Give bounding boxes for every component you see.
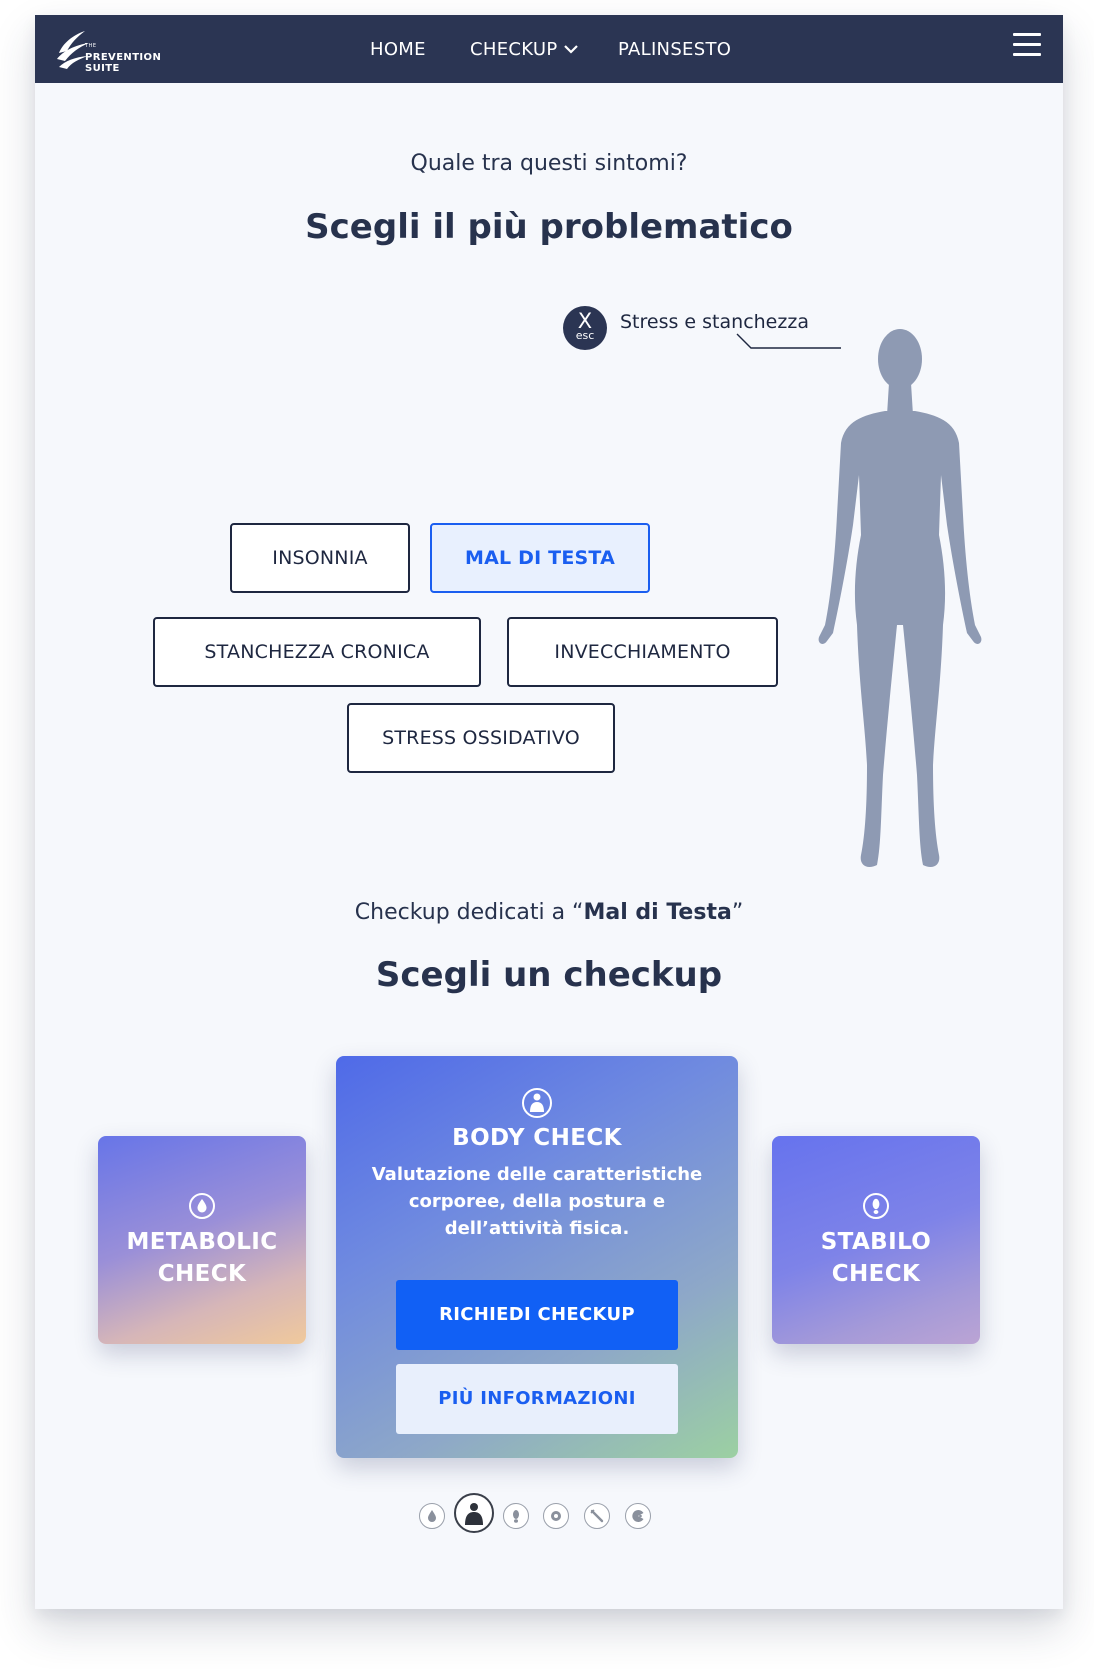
- leader-line: [736, 333, 841, 349]
- symptom-title: Scegli il più problematico: [305, 207, 793, 247]
- metabolic-check-line2: CHECK: [157, 1261, 247, 1287]
- person-icon: [465, 1503, 483, 1525]
- stabilo-check-card[interactable]: STABILO CHECK: [772, 1136, 980, 1344]
- stabilo-check-line1: STABILO: [820, 1229, 932, 1255]
- dot-drop[interactable]: [419, 1503, 445, 1529]
- request-checkup-button[interactable]: RICHIEDI CHECKUP: [396, 1280, 678, 1350]
- symptom-insonnia[interactable]: INSONNIA: [230, 523, 410, 593]
- body-check-description: Valutazione delle caratteristiche corpor…: [371, 1164, 703, 1239]
- symptom-stress-ossidativo[interactable]: STRESS OSSIDATIVO: [347, 703, 615, 773]
- syringe-icon: [590, 1509, 604, 1523]
- nav-checkup-label: CHECKUP: [470, 39, 558, 60]
- logo[interactable]: THE PREVENTION SUITE: [55, 29, 165, 74]
- body-check-title: BODY CHECK: [452, 1125, 622, 1151]
- symptom-mal-di-testa[interactable]: MAL DI TESTA: [430, 523, 650, 593]
- nav-palinsesto[interactable]: PALINSESTO: [618, 39, 732, 60]
- esc-button[interactable]: X esc: [563, 306, 607, 350]
- nav-checkup[interactable]: CHECKUP: [470, 39, 578, 60]
- dot-pacman[interactable]: [625, 1503, 651, 1529]
- footprint-icon: [513, 1510, 519, 1523]
- logo-suite: SUITE: [85, 63, 120, 74]
- logo-the: THE: [85, 43, 97, 49]
- symptom-subtitle: Quale tra questi sintomi?: [410, 151, 688, 176]
- target-icon: [551, 1511, 561, 1521]
- wings-logo-icon: [57, 31, 89, 69]
- drop-icon: [428, 1510, 436, 1522]
- drop-icon: [189, 1193, 215, 1219]
- carousel-dots: [419, 1493, 679, 1537]
- page: THE PREVENTION SUITE HOME CHECKUP PALINS…: [35, 15, 1063, 1609]
- symptom-stanchezza-cronica[interactable]: STANCHEZZA CRONICA: [153, 617, 481, 687]
- close-icon: X: [577, 309, 593, 333]
- pacman-icon: [632, 1510, 644, 1522]
- body-silhouette-icon[interactable]: [815, 325, 985, 885]
- person-icon: [522, 1088, 552, 1118]
- body-check-card: BODY CHECK Valutazione delle caratterist…: [336, 1056, 738, 1458]
- checkup-subtitle: Checkup dedicati a “Mal di Testa”: [35, 900, 1063, 925]
- nav-home[interactable]: HOME: [370, 39, 426, 60]
- hamburger-menu-icon[interactable]: [1013, 33, 1041, 57]
- symptom-invecchiamento[interactable]: INVECCHIAMENTO: [507, 617, 778, 687]
- stabilo-check-line2: CHECK: [831, 1261, 921, 1287]
- chevron-down-icon: [563, 44, 578, 54]
- footprint-icon: [863, 1193, 889, 1219]
- navbar: THE PREVENTION SUITE HOME CHECKUP PALINS…: [35, 15, 1063, 83]
- esc-label: esc: [575, 329, 595, 342]
- checkup-subtitle-suffix: ”: [731, 900, 744, 925]
- checkup-subtitle-prefix: Checkup dedicati a “: [354, 900, 584, 925]
- logo-prevention: PREVENTION: [85, 52, 162, 63]
- selected-body-area: Stress e stanchezza: [620, 311, 809, 333]
- dot-footprint[interactable]: [503, 1503, 529, 1529]
- more-info-button[interactable]: PIÙ INFORMAZIONI: [396, 1364, 678, 1434]
- metabolic-check-card[interactable]: METABOLIC CHECK: [98, 1136, 306, 1344]
- checkup-title: Scegli un checkup: [375, 955, 723, 995]
- logo-text: THE PREVENTION SUITE: [85, 41, 161, 74]
- checkup-subtitle-topic: Mal di Testa: [583, 900, 732, 925]
- dot-target[interactable]: [543, 1503, 569, 1529]
- dot-person[interactable]: [454, 1493, 494, 1533]
- metabolic-check-line1: METABOLIC: [126, 1229, 278, 1255]
- dot-syringe[interactable]: [584, 1503, 610, 1529]
